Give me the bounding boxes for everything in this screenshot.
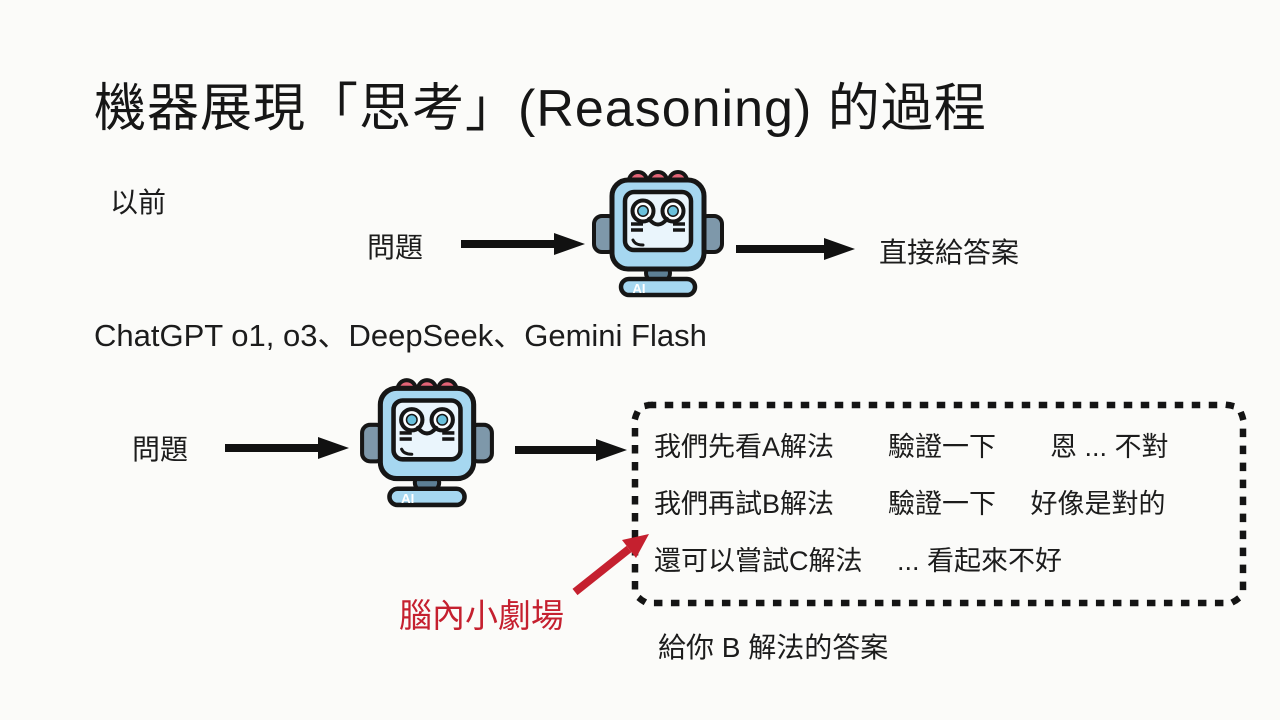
thought-line-b: 我們再試B解法 驗證一下 好像是對的 — [654, 489, 1166, 519]
final-answer-label: 給你 B 解法的答案 — [658, 632, 889, 663]
direct-answer-label: 直接給答案 — [879, 237, 1020, 268]
arrow-right-icon — [515, 439, 627, 461]
robot-icon: AI — [592, 170, 724, 298]
annotation-label: 腦內小劇場 — [399, 597, 564, 634]
era-label: 以前 — [110, 187, 167, 218]
arrow-right-icon — [736, 238, 855, 260]
robot-ai-badge: AI — [633, 281, 646, 296]
slide-title: 機器展現「思考」(Reasoning) 的過程 — [94, 80, 987, 138]
thought-line-c: 還可以嘗試C解法 ... 看起來不好 — [654, 546, 1063, 576]
robot-icon: AI — [360, 378, 494, 508]
question-label-top: 問題 — [367, 232, 424, 263]
robot-ai-badge: AI — [401, 491, 414, 506]
models-line: ChatGPT o1, o3、DeepSeek、Gemini Flash — [94, 318, 707, 353]
arrow-right-icon — [461, 233, 585, 255]
thought-bubble-box — [631, 401, 1247, 607]
thought-lines: 我們先看A解法 驗證一下 恩 ... 不對 我們再試B解法 驗證一下 好像是對的… — [654, 428, 1229, 581]
arrow-right-icon — [225, 437, 349, 459]
thought-line-a: 我們先看A解法 驗證一下 恩 ... 不對 — [654, 432, 1169, 462]
annotation-arrow-icon — [572, 534, 649, 596]
question-label-bottom: 問題 — [132, 434, 189, 465]
